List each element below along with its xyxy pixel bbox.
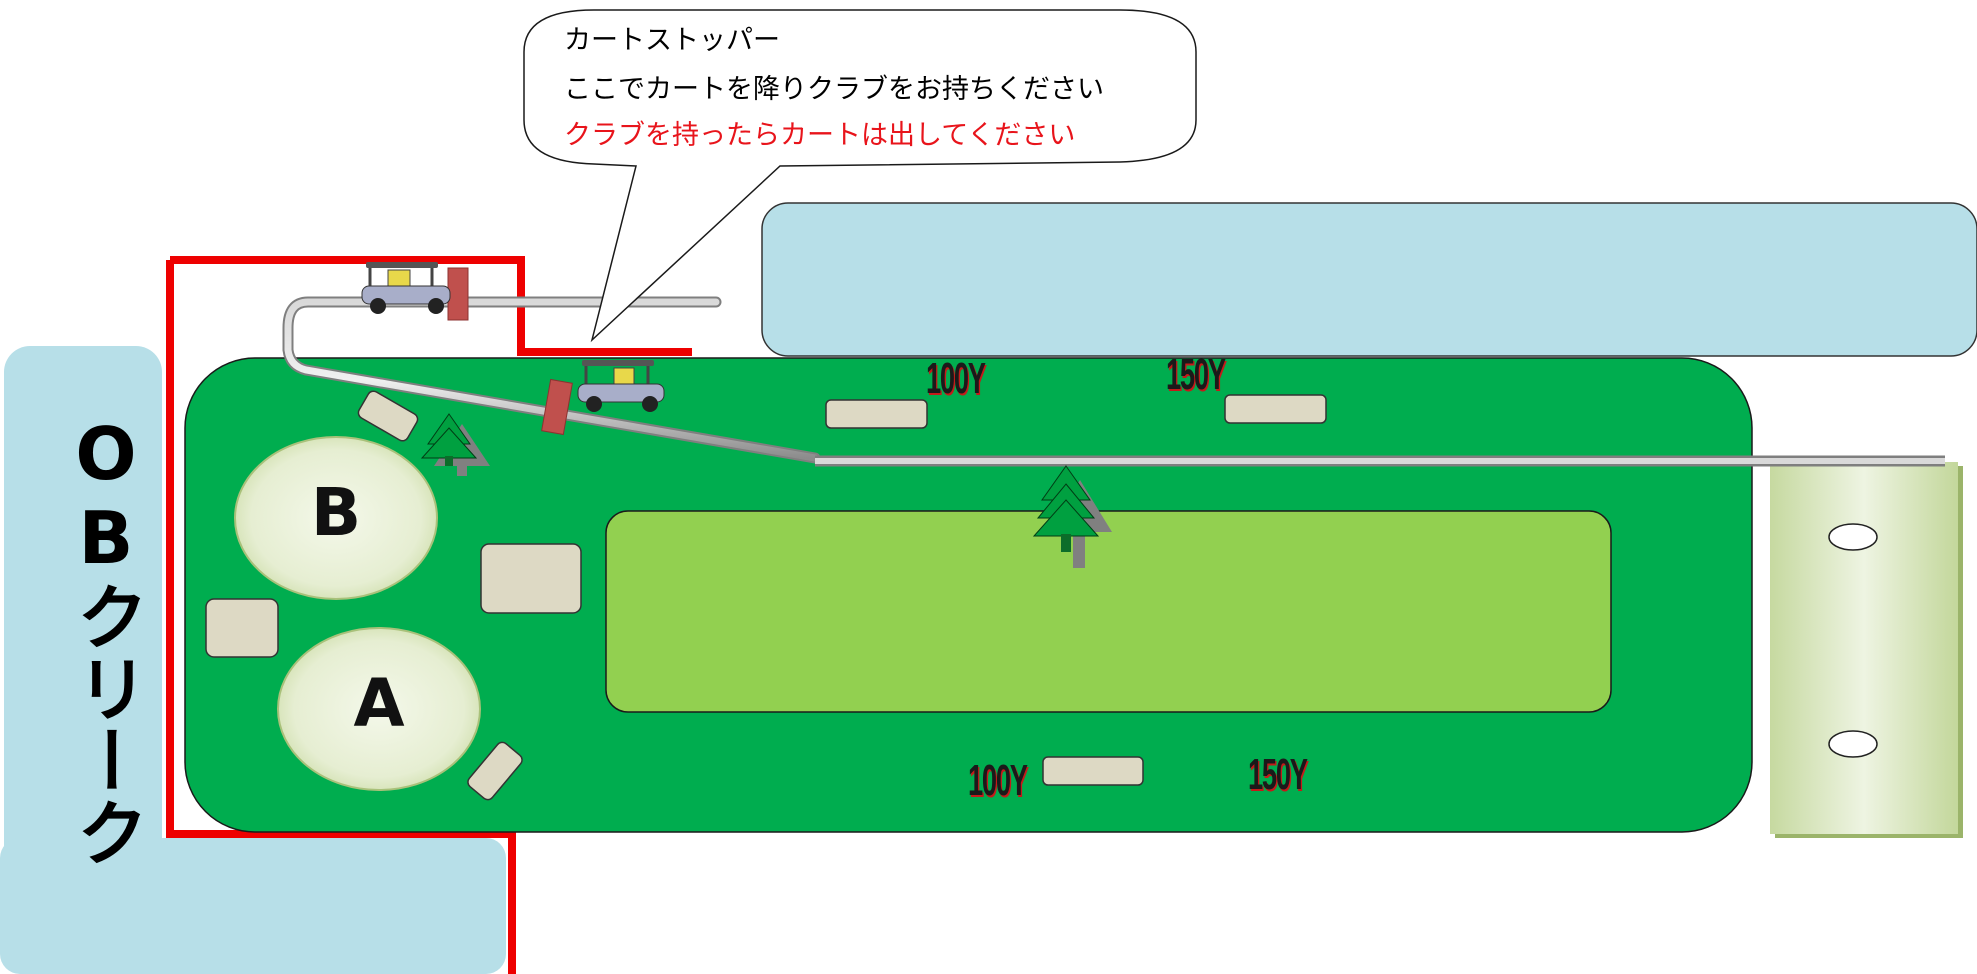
golf-cart-icon xyxy=(577,360,665,412)
sand-block xyxy=(467,741,523,801)
ob-creek-bottom xyxy=(0,838,506,974)
cup-marker xyxy=(1828,523,1878,551)
center-green-area xyxy=(605,510,1612,713)
golf-cart-icon xyxy=(361,262,451,314)
callout-warning: クラブを持ったらカートは出してください xyxy=(564,120,1076,151)
ob-creek-label: OBクリーク xyxy=(64,412,148,868)
sand-block xyxy=(825,399,928,429)
sand-block xyxy=(1224,394,1327,424)
yardage-150-bottom: 150Y xyxy=(1248,750,1308,799)
ob-creek-left xyxy=(4,346,162,906)
callout-instruction: ここでカートを降りクラブをお持ちください xyxy=(564,74,1104,105)
cart-path xyxy=(282,296,1945,467)
cup-marker xyxy=(1828,730,1878,758)
yardage-150-top: 150Y xyxy=(1166,350,1226,399)
sand-block xyxy=(480,543,582,614)
sand-block xyxy=(357,390,419,442)
sand-block xyxy=(1042,756,1144,786)
callout-title: カートストッパー xyxy=(564,25,780,56)
sand-blocks xyxy=(205,390,1327,801)
target-green xyxy=(1770,462,1958,834)
tree-icon xyxy=(420,413,490,476)
sand-block xyxy=(205,598,279,658)
water-hazard-top-right xyxy=(761,202,1977,357)
tree-icon xyxy=(1032,465,1112,568)
yardage-100-bottom: 100Y xyxy=(968,756,1028,805)
tee-a-label: A xyxy=(353,665,405,742)
cart-stopper-icon xyxy=(447,267,469,321)
cart-stopper-icon xyxy=(541,378,573,436)
tee-b-label: B xyxy=(310,474,362,551)
callout-bubble xyxy=(523,9,1197,343)
tee-b xyxy=(234,436,438,600)
yardage-100-top: 100Y xyxy=(926,354,986,403)
tee-a xyxy=(277,627,481,791)
